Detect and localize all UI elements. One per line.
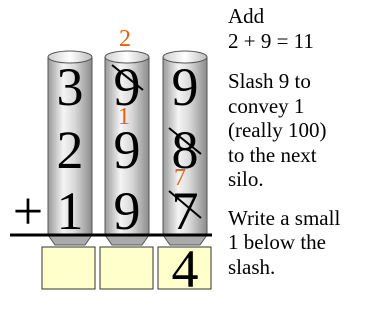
silo-tens [104, 50, 150, 246]
silo-hundreds [47, 50, 93, 246]
result-box-tens [99, 246, 154, 290]
explanation-step-3: Write a small 1 below the slash. [228, 205, 341, 279]
digit-r2-ones: 8 [172, 120, 199, 180]
digit-r3-tens: 9 [114, 181, 141, 241]
carry-tens-row2: 1 [118, 104, 130, 130]
result-box-ones [157, 246, 212, 290]
explanation-step-2: Slash 9 to convey 1 (really 100) to the … [228, 69, 327, 191]
digit-r2-tens: 9 [114, 120, 141, 180]
result-box-hundreds [41, 246, 96, 290]
slash-r2-ones [168, 127, 202, 155]
explanation-text: Add 2 + 9 = 11 Slash 9 to convey 1 (real… [228, 4, 378, 293]
digit-r1-hundreds: 3 [57, 57, 84, 117]
plus-sign: + [13, 181, 43, 241]
digit-r1-tens: 9 [114, 57, 141, 117]
carry-above-tens: 2 [119, 26, 131, 52]
digit-r3-hundreds: 1 [57, 181, 84, 241]
slash-r3-ones [168, 190, 202, 219]
digit-r2-hundreds: 2 [57, 120, 84, 180]
carry-ones-row3: 7 [174, 165, 186, 191]
slash-r1-tens [111, 64, 144, 91]
explanation-step-1: Add 2 + 9 = 11 [228, 4, 314, 53]
digit-r1-ones: 9 [172, 57, 199, 117]
result-digit-ones: 4 [172, 239, 199, 299]
